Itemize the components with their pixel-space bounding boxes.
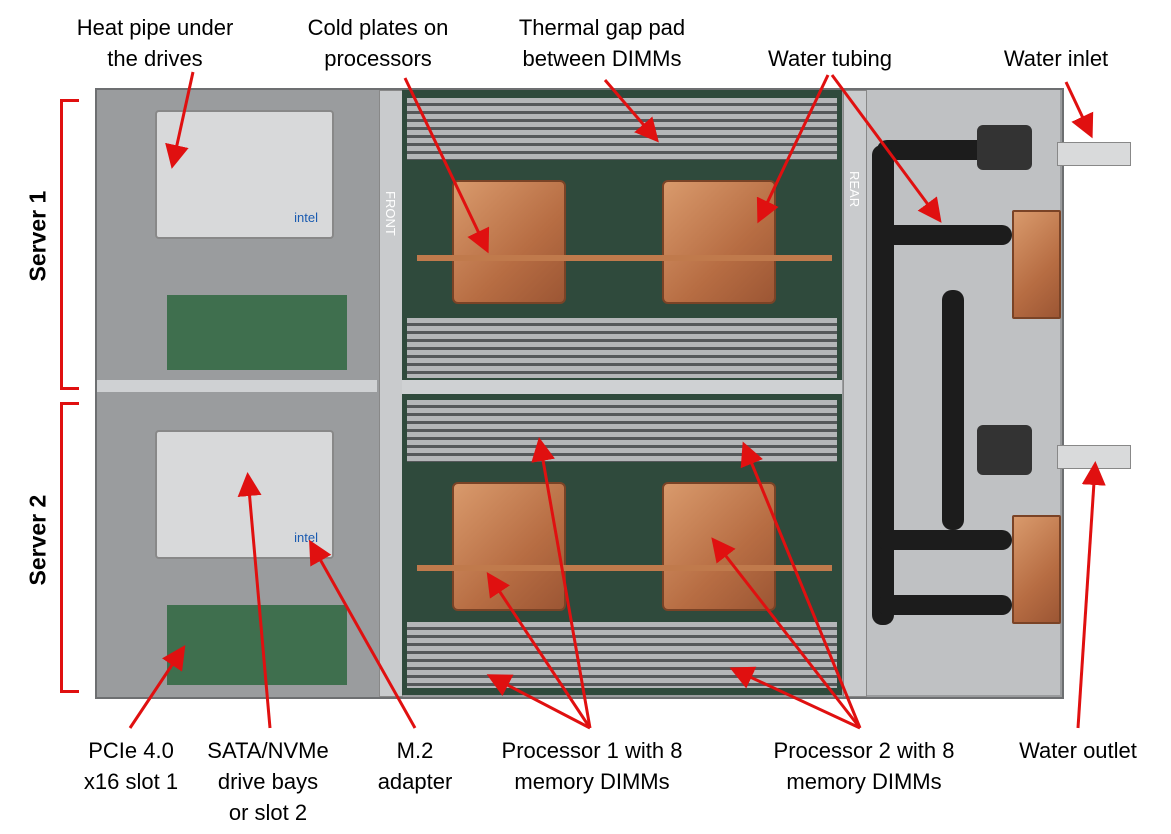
arrow-water-tubing-1 — [756, 74, 830, 224]
front-rail: FRONT — [379, 90, 403, 697]
inlet-connector — [977, 125, 1032, 170]
arrow-sata — [237, 472, 272, 729]
divider — [402, 380, 842, 394]
pcie-card-server1 — [167, 295, 347, 370]
water-tube — [877, 140, 1007, 160]
arrow-water-outlet — [1076, 461, 1106, 729]
water-inlet-label: Water inlet — [1003, 46, 1109, 71]
water-outlet-label: Water outlet — [1019, 738, 1137, 763]
arrow-proc2-dimm-b — [740, 441, 862, 729]
rear-text: REAR — [847, 171, 862, 208]
water-inlet-fitting — [1057, 142, 1131, 166]
dimm-row — [407, 622, 837, 688]
water-tube — [877, 530, 1012, 550]
water-tube — [877, 225, 1012, 245]
dimm-row — [407, 98, 837, 160]
arrow-water-tubing-2 — [830, 74, 942, 223]
water-tubing-label: Water tubing — [768, 46, 892, 71]
arrow-thermal-pad — [603, 79, 659, 143]
divider — [97, 380, 377, 392]
arrow-m2 — [309, 539, 417, 729]
water-manifold — [1012, 515, 1061, 624]
server2-bracket — [60, 402, 79, 693]
front-text: FRONT — [383, 191, 398, 236]
server1-bracket — [60, 99, 79, 390]
copper-pipe — [417, 565, 832, 571]
water-manifold — [1012, 210, 1061, 319]
water-tube — [872, 145, 894, 625]
arrow-proc2-cpu — [711, 537, 862, 729]
arrow-proc1-dimm-b — [531, 437, 592, 729]
arrow-pcie — [128, 645, 186, 729]
water-tube — [942, 290, 964, 530]
arrow-proc2-dimm-a — [729, 666, 861, 730]
copper-pipe — [417, 255, 832, 261]
arrow-proc1-dimm-a — [486, 674, 591, 730]
outlet-connector — [977, 425, 1032, 475]
water-tube — [877, 595, 1012, 615]
pcie-card-server2 — [167, 605, 347, 685]
arrow-water-inlet — [1064, 81, 1094, 139]
server-tray-photo: intel intel FRONT REAR — [95, 88, 1131, 699]
arrow-heat-pipe — [165, 71, 195, 169]
dimm-row — [407, 400, 837, 462]
arrow-cold-plates — [403, 77, 490, 254]
drive-logo: intel — [294, 210, 318, 225]
arrow-proc1-cpu — [486, 571, 592, 729]
drive-bay-server1: intel — [155, 110, 334, 239]
dimm-row — [407, 318, 837, 378]
rear-rail: REAR — [843, 90, 867, 697]
